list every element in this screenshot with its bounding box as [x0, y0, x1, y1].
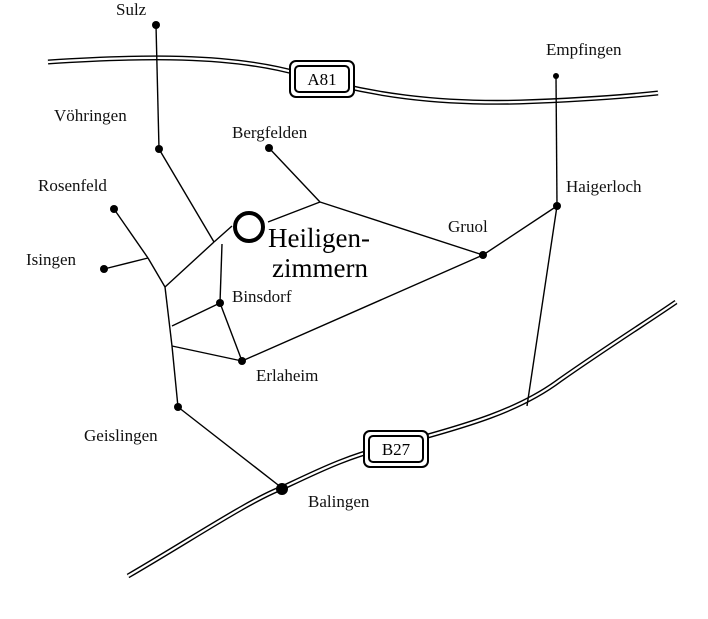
town-dot-rosenfeld [110, 205, 118, 213]
main-place-marker [233, 211, 265, 243]
label-geislingen: Geislingen [84, 426, 158, 445]
town-dot-balingen [276, 483, 288, 495]
label-isingen: Isingen [26, 250, 77, 269]
shield-label-b27: B27 [382, 440, 411, 459]
town-dot-gruol [479, 251, 487, 259]
town-dot-sulz [152, 21, 160, 29]
highway-a81 [47, 55, 659, 105]
town-dot-empfingen [553, 73, 559, 79]
label-erlaheim: Erlaheim [256, 366, 318, 385]
local-roads [103, 24, 558, 489]
town-dot-erlaheim [238, 357, 246, 365]
shield-label-a81: A81 [307, 70, 336, 89]
shield-b27: B27 [363, 430, 429, 468]
main-place-label-line2: zimmern [272, 253, 368, 283]
town-dot-binsdorf [216, 299, 224, 307]
town-dot-bergfelden [265, 144, 273, 152]
label-empfingen: Empfingen [546, 40, 622, 59]
label-bergfelden: Bergfelden [232, 123, 308, 142]
main-place-label-line1: Heiligen- [268, 223, 370, 253]
label-rosenfeld: Rosenfeld [38, 176, 107, 195]
label-haigerloch: Haigerloch [566, 177, 642, 196]
town-dot-geislingen [174, 403, 182, 411]
label-balingen: Balingen [308, 492, 370, 511]
shield-a81: A81 [289, 60, 355, 98]
label-voehringen: Vöhringen [54, 106, 127, 125]
label-binsdorf: Binsdorf [232, 287, 292, 306]
label-gruol: Gruol [448, 217, 488, 236]
town-dot-voehringen [155, 145, 163, 153]
town-markers [100, 21, 561, 495]
town-dot-isingen [100, 265, 108, 273]
town-dot-haigerloch [553, 202, 561, 210]
label-sulz: Sulz [116, 0, 147, 19]
